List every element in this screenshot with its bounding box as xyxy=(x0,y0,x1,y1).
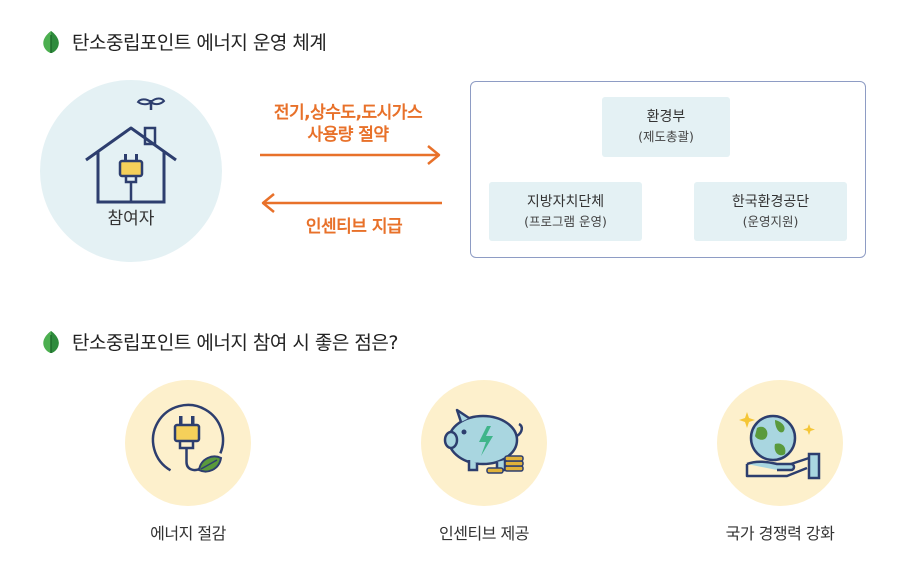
leaf-icon xyxy=(43,30,59,53)
benefit-label: 인센티브 제공 xyxy=(439,524,529,543)
arrow-right-icon xyxy=(260,145,441,165)
arrow-left-icon xyxy=(261,193,442,213)
benefit-energy-circle xyxy=(125,380,251,506)
benefit-label: 국가 경쟁력 강화 xyxy=(725,524,835,543)
org-ministry-role: (제도총괄) xyxy=(638,129,694,144)
piggy-bank-icon xyxy=(443,408,524,474)
leaf-icon xyxy=(43,330,59,353)
org-local-name: 지방자치단체 xyxy=(526,193,605,210)
organization-box: 환경부 (제도총괄) 지방자치단체 (프로그램 운영) 한국환경공단 (운영지원… xyxy=(470,81,866,258)
org-local-government: 지방자치단체 (프로그램 운영) xyxy=(489,182,642,241)
section-title-text: 탄소중립포인트 에너지 운영 체계 xyxy=(72,32,327,54)
org-corp-role: (운영지원) xyxy=(742,213,799,229)
participant-circle: 참여자 xyxy=(40,80,222,262)
saving-label-line2: 사용량 절약 xyxy=(307,125,389,145)
plug-leaf-icon xyxy=(151,403,225,477)
benefit-incentive-circle xyxy=(421,380,547,506)
section-title-benefits: 탄소중립포인트 에너지 참여 시 좋은 점은? xyxy=(40,328,398,355)
org-ministry: 환경부 (제도총괄) xyxy=(602,97,730,157)
org-environment-corp: 한국환경공단 (운영지원) xyxy=(694,182,847,241)
saving-label: 전기,상수도,도시가스 사용량 절약 xyxy=(248,102,448,146)
participant-label: 참여자 xyxy=(107,209,155,229)
benefit-competitiveness-circle xyxy=(717,380,843,506)
incentive-label: 인센티브 지급 xyxy=(305,217,403,237)
org-ministry-name: 환경부 xyxy=(646,109,686,125)
saving-label-line1: 전기,상수도,도시가스 xyxy=(273,103,423,123)
section-title-operation: 탄소중립포인트 에너지 운영 체계 xyxy=(40,28,327,55)
org-local-role: (프로그램 운영) xyxy=(524,213,607,229)
org-corp-name: 한국환경공단 xyxy=(731,193,810,210)
benefit-label: 에너지 절감 xyxy=(150,524,226,543)
house-plug-icon xyxy=(85,97,177,204)
section-title-text: 탄소중립포인트 에너지 참여 시 좋은 점은? xyxy=(72,332,398,354)
globe-hand-icon xyxy=(739,412,821,480)
